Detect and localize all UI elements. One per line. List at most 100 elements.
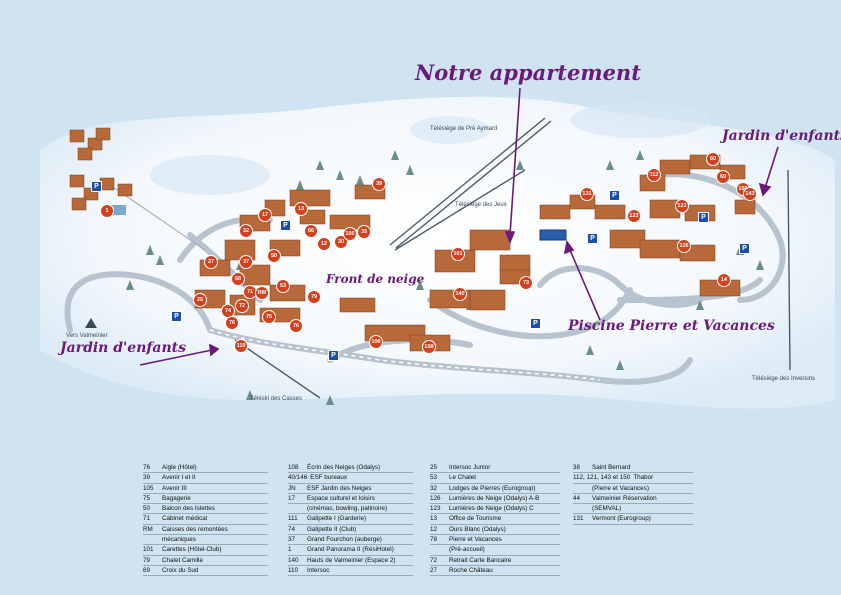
building-number-badge: 131: [581, 188, 593, 200]
annotation-jardin-enfants-right: Jardin d'enfants: [722, 128, 841, 144]
legend-code: 108: [288, 464, 299, 471]
legend-code: 76: [143, 464, 151, 471]
legend-name: (Pré-accueil): [449, 546, 485, 554]
legend-code: 78: [430, 536, 438, 544]
legend-name: (SEMVAL): [592, 505, 622, 513]
building-number-badge: 121: [676, 200, 688, 212]
legend-name: Grand Fourchon (auberge): [307, 536, 382, 544]
legend-code: 110: [288, 566, 299, 574]
parking-sign: P: [739, 243, 750, 254]
legend-name: Valmeinier Réservation: [592, 494, 657, 502]
building-number-badge: 112: [648, 169, 660, 181]
legend-code: 12: [430, 525, 438, 533]
annotation-notre-appartement: Notre appartement: [415, 60, 641, 85]
legend-row: (SEMVAL): [573, 504, 693, 515]
legend-row: (cinémas, bowling, patinoire): [288, 504, 413, 515]
building-number-badge: 105: [344, 228, 356, 240]
legend-name: Grand Panorama II (RésiHotel): [307, 546, 394, 554]
building-number-badge: 71: [244, 286, 256, 298]
legend-row: 1 Grand Panorama II (RésiHotel): [288, 545, 413, 556]
legend-row: 74 Galipette II (Club): [288, 525, 413, 536]
parking-sign: P: [328, 350, 339, 361]
legend-name: Avenir III: [162, 484, 187, 492]
legend-code: 50: [143, 505, 151, 513]
legend-name: Ours Blanc (Odalys): [449, 525, 506, 533]
small-pool: [110, 205, 126, 215]
annotation-jardin-enfants-left: Jardin d'enfants: [60, 340, 187, 356]
legend-code: [430, 545, 449, 554]
legend-name: (Pierre et Vacances): [592, 484, 649, 492]
legend-name: Intersoc Junior: [449, 464, 491, 471]
building-number-badge: 79: [308, 291, 320, 303]
building-number-badge: 101: [452, 248, 464, 260]
legend-code: JN: [288, 484, 296, 492]
legend-name: Pierre et Vacances: [449, 536, 502, 544]
legend-name: Balcon des Islettes: [162, 505, 215, 513]
legend-code: 140: [288, 556, 299, 564]
building-number-badge: 68: [232, 273, 244, 285]
building-number-badge: 27: [205, 256, 217, 268]
legend-name: Retrait Carte Bancaire: [449, 556, 512, 564]
lift-label-pre-aymard: Télésiège de Pré Aymard: [430, 126, 498, 132]
legend-name: Croix du Sud: [162, 566, 199, 574]
legend-code: 123: [430, 505, 441, 513]
lift-label-jeux: Télésiège des Jeux: [455, 202, 507, 208]
legend-code: [573, 484, 592, 493]
building-number-badge: 13: [295, 203, 307, 215]
lift-label-inversins: Télésiège des Inversins: [752, 376, 816, 382]
legend-code: 13: [430, 515, 438, 523]
legend-code: 53: [430, 474, 438, 482]
legend-name: Galipette I (Garderie): [307, 515, 367, 523]
building-number-badge: 126: [678, 240, 690, 252]
building-number-badge: 75: [263, 311, 275, 323]
legend-code: 74: [288, 525, 296, 533]
parking-sign: P: [91, 181, 102, 192]
legend-code: 40/146: [288, 474, 308, 482]
legend-name: Carettes (Hôtel-Club): [162, 546, 222, 554]
legend-row: (Pré-accueil): [430, 545, 560, 556]
legend-name: ESF bureaux: [310, 474, 348, 482]
building-number-badge: 76: [290, 320, 302, 332]
legend-code: 72: [430, 556, 438, 564]
building-number-badge: 108: [423, 341, 435, 353]
legend-code: 38: [573, 464, 581, 471]
legend-code: 1: [288, 546, 292, 554]
legend-name: Espace culturel et loisirs: [307, 494, 375, 502]
legend-row: 78 Pierre et Vacances: [430, 535, 560, 546]
lift-lines: [234, 117, 791, 399]
building-number-badge: 14: [718, 274, 730, 286]
lift-label-vers-valmeinier: Vers Valmeinier: [66, 333, 108, 339]
building-number-badge: 39: [373, 178, 385, 190]
building-number-badge: RM: [256, 287, 268, 299]
legend-code: [288, 504, 307, 513]
building-number-badge: 1: [101, 205, 113, 217]
annotation-front-de-neige: Front de neige: [326, 272, 425, 286]
building-number-badge: 73: [520, 277, 532, 289]
parking-sign: P: [171, 311, 182, 322]
legend-row: 37 Grand Fourchon (auberge): [288, 535, 413, 546]
legend-name: Aigle (Hôtel): [162, 464, 197, 471]
legend-code: 37: [288, 536, 296, 544]
building-number-badge: 25: [194, 294, 206, 306]
building-number-badge: 106: [370, 336, 382, 348]
legend-code: 79: [143, 556, 151, 564]
legend-name: Galipette II (Club): [307, 525, 357, 533]
legend-name: Roche Château: [449, 566, 493, 574]
building-number-badge: 69: [717, 171, 729, 183]
building-number-badge: 140: [454, 288, 466, 300]
